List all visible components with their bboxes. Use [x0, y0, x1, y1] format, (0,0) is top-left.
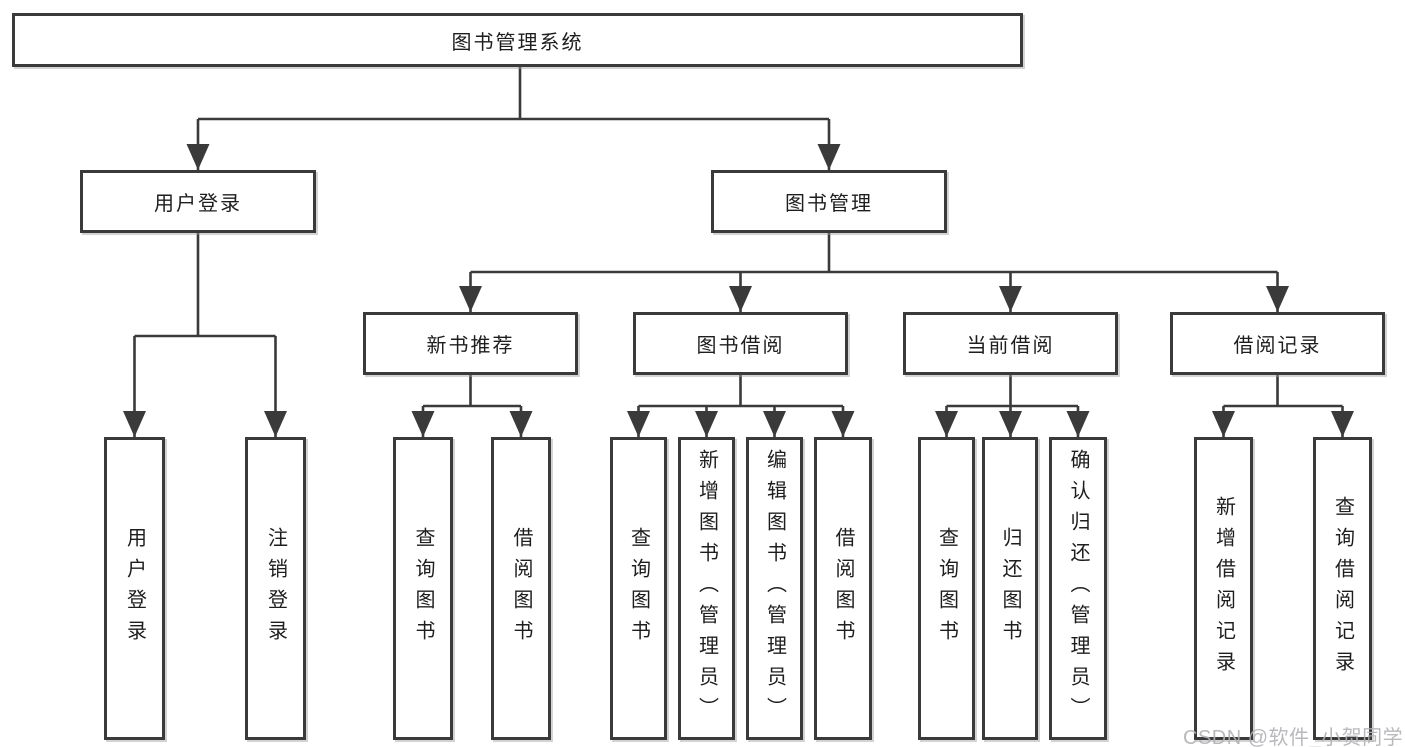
node-borrow-records: 借阅记录 — [1170, 312, 1385, 375]
node-current-borrow-label: 当前借阅 — [966, 335, 1055, 357]
leaf-query-books-3-label: 查询图书 — [935, 526, 958, 651]
node-user-login-label: 用户登录 — [154, 193, 242, 215]
leaf-add-book-admin-label: 新增图书（管理员） — [695, 449, 718, 728]
node-new-book-recommend: 新书推荐 — [363, 312, 578, 375]
leaf-return-book-label: 归还图书 — [999, 526, 1021, 651]
leaf-query-borrow-record: 查询借阅记录 — [1313, 437, 1372, 740]
node-book-borrow: 图书借阅 — [633, 312, 848, 375]
node-book-management: 图书管理 — [711, 170, 947, 233]
node-borrow-records-label: 借阅记录 — [1233, 335, 1322, 357]
node-current-borrow: 当前借阅 — [903, 312, 1118, 375]
leaf-borrow-books-2-label: 借阅图书 — [832, 526, 854, 651]
leaf-edit-book-admin: 编辑图书（管理员） — [746, 437, 803, 740]
node-new-book-recommend-label: 新书推荐 — [426, 335, 515, 357]
leaf-return-book: 归还图书 — [982, 437, 1038, 740]
leaf-borrow-books-1: 借阅图书 — [491, 437, 551, 740]
leaf-add-book-admin: 新增图书（管理员） — [678, 437, 735, 740]
leaf-query-books-3: 查询图书 — [918, 437, 975, 740]
leaf-query-books-1-label: 查询图书 — [412, 526, 434, 651]
leaf-confirm-return-admin-label: 确认归还（管理员） — [1067, 449, 1089, 728]
node-user-login: 用户登录 — [80, 170, 316, 233]
leaf-user-login: 用户登录 — [104, 437, 165, 740]
leaf-add-borrow-record: 新增借阅记录 — [1194, 437, 1253, 740]
leaf-user-login-label: 用户登录 — [123, 526, 146, 651]
node-book-borrow-label: 图书借阅 — [696, 335, 785, 357]
leaf-borrow-books-2: 借阅图书 — [814, 437, 872, 740]
leaf-add-borrow-record-label: 新增借阅记录 — [1212, 495, 1235, 682]
leaf-edit-book-admin-label: 编辑图书（管理员） — [763, 449, 786, 728]
node-book-management-label: 图书管理 — [785, 193, 873, 215]
watermark: CSDN @软件_小贺同学 — [1183, 727, 1404, 747]
leaf-logout-label: 注销登录 — [264, 526, 287, 651]
leaf-borrow-books-1-label: 借阅图书 — [510, 526, 532, 651]
connector-group — [123, 66, 1354, 437]
leaf-query-borrow-record-label: 查询借阅记录 — [1331, 495, 1354, 682]
leaf-confirm-return-admin: 确认归还（管理员） — [1049, 437, 1107, 740]
leaf-query-books-2-label: 查询图书 — [627, 526, 650, 651]
leaf-query-books-1: 查询图书 — [393, 437, 453, 740]
node-root: 图书管理系统 — [12, 13, 1023, 67]
leaf-query-books-2: 查询图书 — [610, 437, 667, 740]
leaf-logout: 注销登录 — [245, 437, 306, 740]
node-root-label: 图书管理系统 — [451, 31, 584, 54]
